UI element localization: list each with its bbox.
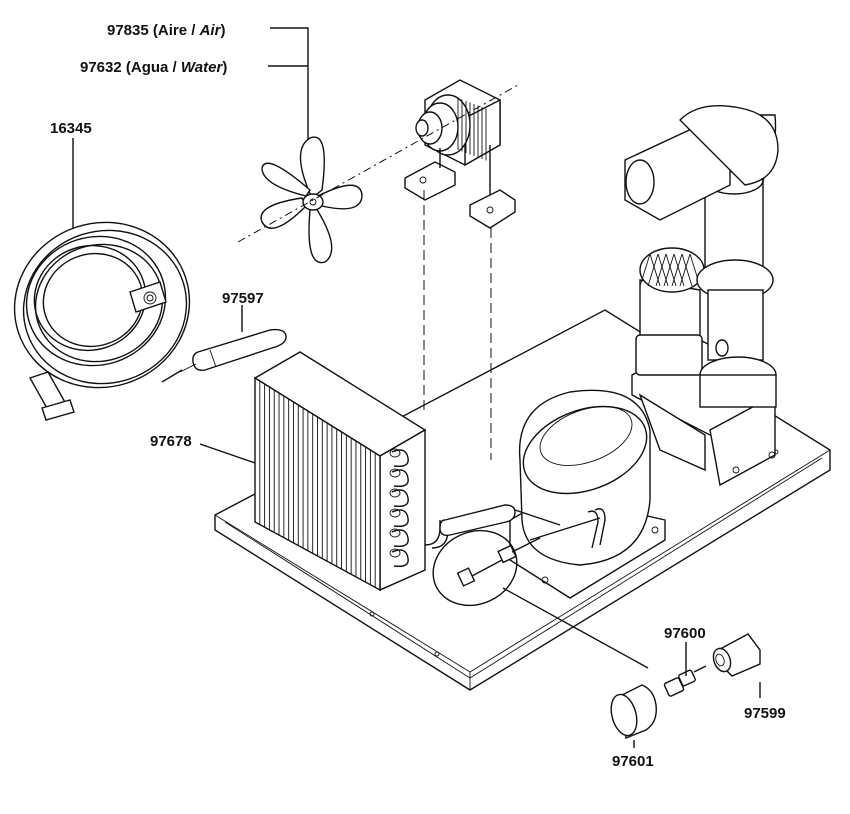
capillary-filter [161, 328, 287, 383]
label-coil: 16345 [50, 120, 92, 137]
valve-cap-part [610, 684, 657, 739]
valve-nut-part [712, 633, 761, 677]
label-valve-cap: 97601 [612, 753, 654, 770]
label-fan-water: 97632 (Agua / Water) [80, 59, 227, 76]
condenser [253, 351, 427, 592]
tubing [424, 504, 561, 549]
fan-blade [260, 136, 363, 264]
label-valve-body: 97600 [664, 625, 706, 642]
valve-detail-circle [432, 529, 649, 669]
label-valve-nut: 97599 [744, 705, 786, 722]
label-capillary-filter: 97597 [222, 290, 264, 307]
compressor [509, 389, 666, 599]
label-fan-air: 97835 (Aire / Air) [107, 22, 225, 39]
coil [13, 221, 191, 421]
part-labels: 97835 (Aire / Air) 97632 (Agua / Water) … [50, 22, 786, 770]
label-condenser: 97678 [150, 433, 192, 450]
fan-motor [404, 79, 516, 229]
water-pump [624, 105, 779, 487]
valve-body-part [663, 665, 707, 697]
leader-lines [72, 27, 761, 748]
